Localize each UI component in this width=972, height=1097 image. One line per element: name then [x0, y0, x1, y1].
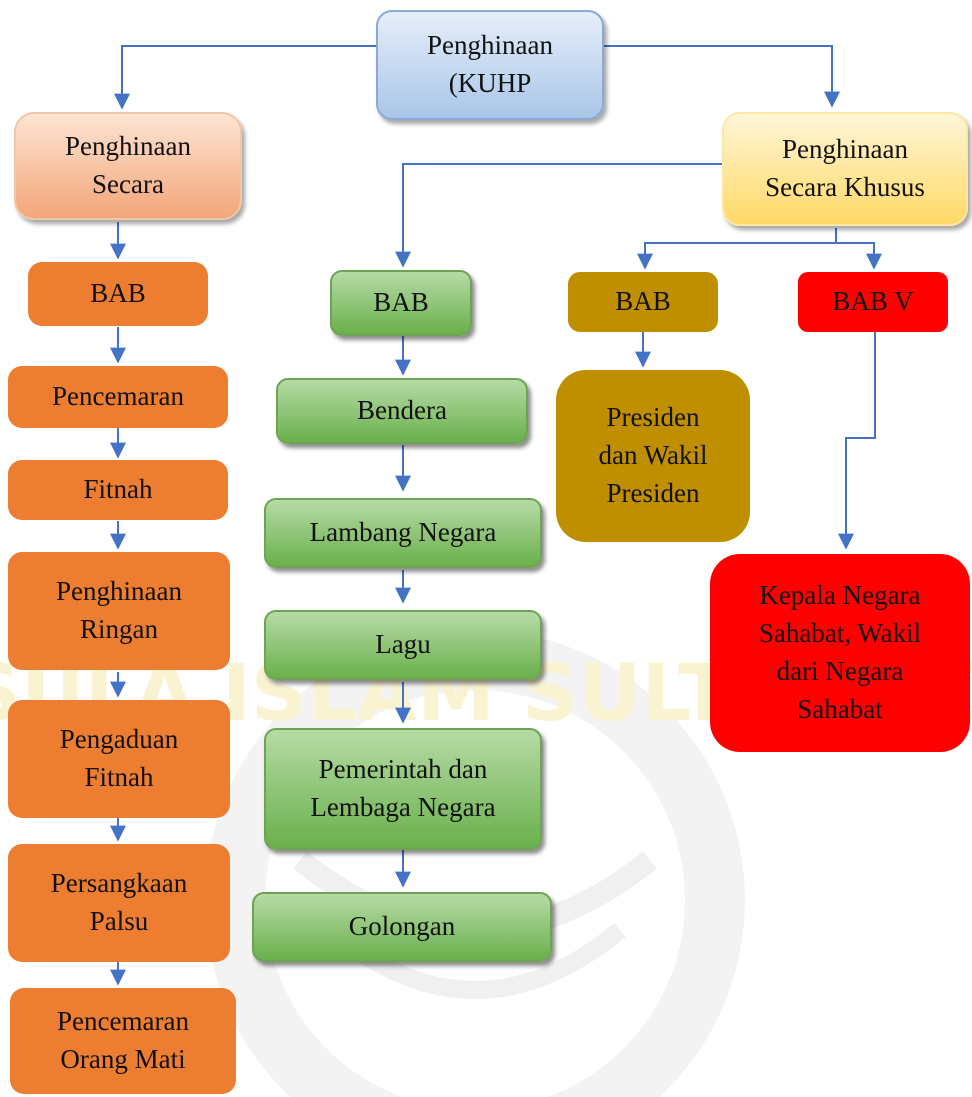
specific-insult-node: Penghinaan Secara Khusus — [722, 112, 968, 226]
left-item-label: Persangkaan Palsu — [50, 868, 188, 936]
gold-item-presiden: Presiden dan Wakil Presiden — [556, 370, 750, 542]
green-item-label: Pemerintah dan Lembaga Negara — [310, 754, 496, 822]
red-item-label: Kepala Negara Sahabat, Wakil dari Negara… — [758, 580, 922, 724]
left-item-persangkaan-palsu: Persangkaan Palsu — [8, 844, 230, 962]
gold-item-bab: BAB — [568, 272, 718, 332]
connector-root-left — [114, 45, 376, 110]
root-node: Penghinaan (KUHP — [376, 10, 604, 120]
left-item-label: Pencemaran Orang Mati — [57, 1006, 189, 1074]
connector-root-right — [604, 45, 840, 108]
general-insult-label: Penghinaan Secara — [65, 131, 191, 199]
green-item-label: Golongan — [348, 911, 456, 942]
green-item-bab: BAB — [330, 270, 472, 336]
left-item-label: Fitnah — [83, 474, 153, 505]
gold-item-label: BAB — [615, 286, 671, 317]
general-insult-node: Penghinaan Secara — [14, 112, 242, 220]
connectors — [110, 45, 882, 986]
red-item-bab-v: BAB V — [798, 272, 948, 332]
green-item-lambang-negara: Lambang Negara — [264, 498, 542, 568]
green-item-lagu: Lagu — [264, 610, 542, 680]
left-item-penghinaan-ringan: Penghinaan Ringan — [8, 552, 230, 670]
left-item-label: Penghinaan Ringan — [56, 576, 182, 644]
red-item-label: BAB V — [832, 286, 914, 317]
left-item-label: Pengaduan Fitnah — [59, 724, 179, 792]
left-item-fitnah: Fitnah — [8, 460, 228, 520]
left-item-label: Pencemaran — [52, 381, 184, 412]
left-item-bab: BAB — [28, 262, 208, 326]
specific-insult-label: Penghinaan Secara Khusus — [765, 134, 925, 202]
red-item-kepala-negara: Kepala Negara Sahabat, Wakil dari Negara… — [710, 554, 970, 752]
green-item-label: Lambang Negara — [309, 517, 497, 548]
left-item-label: BAB — [90, 278, 146, 309]
left-item-pengaduan-fitnah: Pengaduan Fitnah — [8, 700, 230, 818]
green-item-label: Bendera — [357, 395, 447, 426]
green-item-label: Lagu — [375, 629, 431, 660]
connector-red — [838, 332, 876, 550]
root-label: Penghinaan (KUHP — [427, 30, 553, 98]
connector-right-green — [395, 163, 722, 268]
green-item-bendera: Bendera — [276, 378, 528, 444]
connector-split-red — [836, 242, 882, 270]
gold-item-label: Presiden dan Wakil Presiden — [598, 402, 708, 508]
green-item-golongan: Golongan — [252, 892, 552, 962]
left-item-pencemaran: Pencemaran — [8, 366, 228, 428]
left-item-pencemaran-orang-mati: Pencemaran Orang Mati — [10, 988, 236, 1094]
green-item-label: BAB — [373, 287, 429, 318]
connector-split-gold — [637, 242, 836, 270]
green-item-pemerintah: Pemerintah dan Lembaga Negara — [264, 728, 542, 850]
